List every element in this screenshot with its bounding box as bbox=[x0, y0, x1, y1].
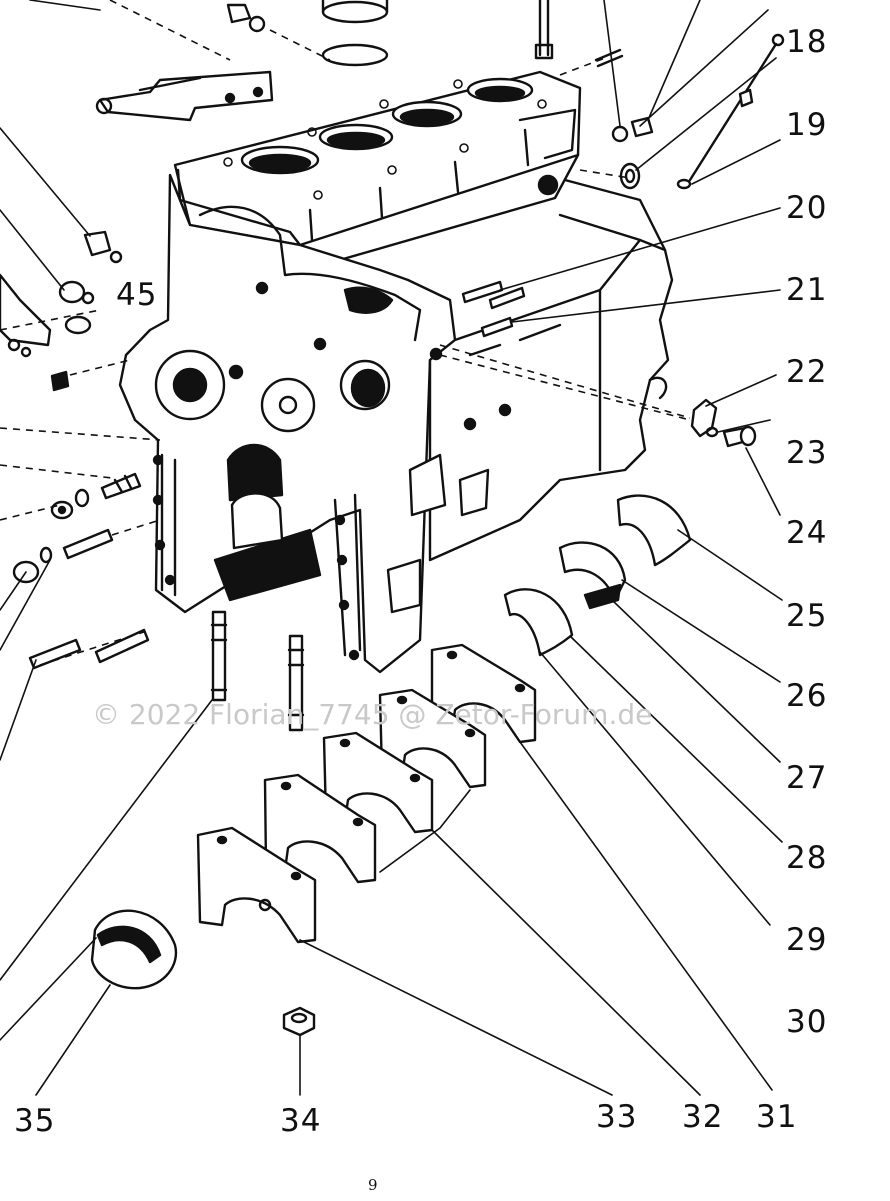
label-35: 35 bbox=[14, 1103, 55, 1139]
label-30: 30 bbox=[786, 1004, 827, 1040]
label-33: 33 bbox=[596, 1099, 637, 1135]
plug-left bbox=[50, 370, 70, 392]
dashed-axis-lines bbox=[0, 0, 691, 666]
bearing-shell-25 bbox=[616, 494, 692, 567]
bearing-cap-2 bbox=[378, 688, 487, 789]
page-number: 9 bbox=[368, 1176, 378, 1194]
breather-plug bbox=[226, 3, 266, 33]
engine-block bbox=[118, 70, 674, 674]
bolt-24 bbox=[722, 425, 757, 448]
label-22: 22 bbox=[786, 354, 827, 390]
bearing-cap-5 bbox=[196, 826, 317, 944]
label-21: 21 bbox=[786, 272, 827, 308]
label-19: 19 bbox=[786, 107, 827, 143]
drain-tap bbox=[83, 230, 123, 264]
label-25: 25 bbox=[786, 598, 827, 634]
washer-23 bbox=[705, 426, 719, 438]
washer-left bbox=[50, 488, 90, 520]
label-23: 23 bbox=[786, 435, 827, 471]
part-number-labels: 18 19 20 21 22 23 24 25 26 27 28 29 30 3… bbox=[14, 24, 827, 1139]
bearing-shell-26 bbox=[558, 541, 627, 610]
cylinder-liner-seals bbox=[321, 0, 389, 67]
label-32: 32 bbox=[682, 1099, 723, 1135]
oil-pump-bracket bbox=[95, 70, 274, 122]
stud-left-2 bbox=[62, 528, 114, 560]
bearing-cap-4 bbox=[263, 773, 377, 884]
nut-34 bbox=[282, 1006, 316, 1037]
stud-left-1 bbox=[100, 472, 142, 500]
sleeve-part bbox=[64, 315, 92, 335]
label-29: 29 bbox=[786, 922, 827, 958]
label-45: 45 bbox=[116, 277, 157, 313]
short-stud-lower bbox=[287, 634, 305, 732]
union-nut bbox=[58, 280, 95, 305]
stud-left-4 bbox=[94, 628, 150, 664]
label-18: 18 bbox=[786, 24, 827, 60]
label-24: 24 bbox=[786, 515, 827, 551]
bearing-cap-3 bbox=[322, 731, 434, 834]
label-34: 34 bbox=[280, 1103, 321, 1139]
thrust-bearing-35 bbox=[90, 909, 178, 990]
nut-left bbox=[12, 546, 53, 584]
dipstick bbox=[676, 33, 785, 190]
leader-lines bbox=[0, 0, 783, 1096]
locking-plate bbox=[690, 398, 718, 438]
label-20: 20 bbox=[786, 190, 827, 226]
bearing-shell-27 bbox=[503, 588, 574, 657]
watermark: © 2022 Florian_7745 @ Zetor-Forum.de bbox=[92, 698, 652, 731]
left-bracket bbox=[0, 273, 52, 358]
plug-washers bbox=[611, 116, 654, 190]
label-28: 28 bbox=[786, 840, 827, 876]
bearing-cap-1 bbox=[430, 643, 537, 744]
label-31: 31 bbox=[756, 1099, 797, 1135]
label-27: 27 bbox=[786, 760, 827, 796]
small-stud-right bbox=[594, 48, 624, 68]
long-stud-lower bbox=[210, 610, 228, 702]
long-stud bbox=[534, 0, 554, 60]
stud-left-3 bbox=[28, 638, 82, 670]
label-26: 26 bbox=[786, 678, 827, 714]
